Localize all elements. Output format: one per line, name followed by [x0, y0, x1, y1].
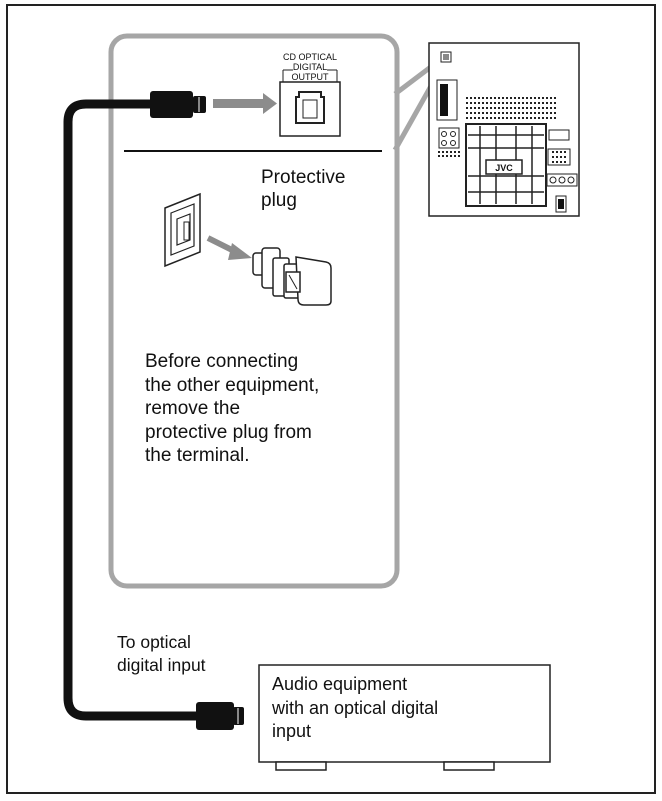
cable-label: To optical digital input: [117, 631, 257, 677]
protective-plug-label: Protective plug: [261, 166, 381, 212]
instruction-line-2: the other equipment,: [145, 374, 320, 396]
cable-label-line-2: digital input: [117, 655, 206, 675]
figure-frame: [6, 4, 656, 794]
cable-plug-bottom: [196, 702, 244, 730]
instruction-line-1: Before connecting: [145, 351, 299, 372]
audio-equipment-box: [258, 664, 551, 771]
instruction-text: Before connecting the other equipment, r…: [145, 350, 385, 468]
callout-panel: [108, 33, 400, 589]
terminal-label-line-2: DIGITAL: [292, 62, 328, 72]
terminal-label-line-3: OUTPUT: [291, 72, 329, 82]
cable-plug-top: [150, 91, 206, 118]
equipment-label: Audio equipment with an optical digital …: [272, 673, 542, 744]
insert-arrow: [213, 93, 277, 114]
socket-icon: [164, 192, 201, 268]
cable-label-line-1: To optical: [117, 632, 191, 652]
unit-rear-panel: JVC: [428, 42, 580, 217]
instruction-line-3: remove the: [145, 398, 241, 419]
brand-logo: JVC: [495, 163, 513, 173]
optical-cable: [63, 99, 198, 721]
protective-plug-label-line-1: Protective: [261, 167, 346, 188]
remove-arrow: [206, 235, 252, 260]
terminal-label-line-1: CD OPTICAL: [282, 52, 337, 62]
equipment-label-line-3: input: [272, 721, 312, 741]
terminal-label: CD OPTICAL DIGITAL OUTPUT: [272, 52, 348, 82]
optical-terminal: [279, 67, 341, 137]
protective-plug-icon: [252, 247, 332, 306]
equipment-label-line-1: Audio equipment: [272, 674, 408, 694]
equipment-label-line-2: with an optical digital: [272, 697, 439, 718]
instruction-line-4: protective plug from: [145, 421, 312, 443]
protective-plug-label-line-2: plug: [261, 190, 297, 211]
instruction-line-5: the terminal.: [145, 445, 250, 466]
